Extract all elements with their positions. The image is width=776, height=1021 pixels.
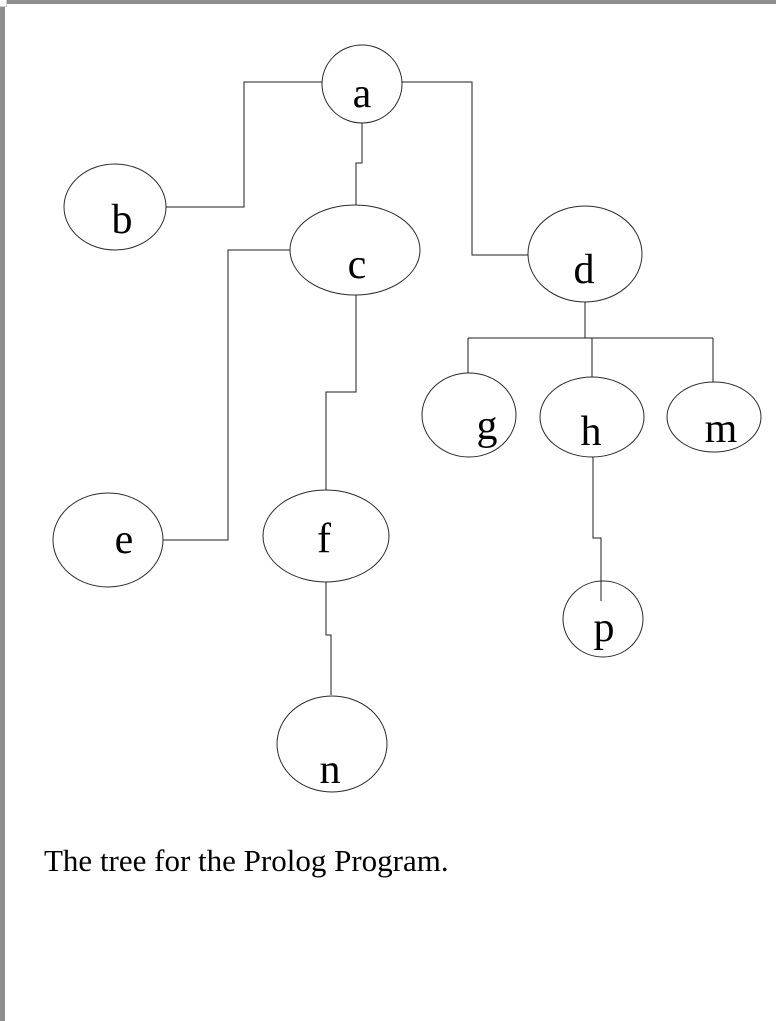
caption: The tree for the Prolog Program. <box>44 843 449 878</box>
node-d-label: d <box>574 247 595 293</box>
page-corner-notch <box>0 0 7 7</box>
page-left-border <box>0 0 5 1021</box>
edge-c-f <box>325 295 357 490</box>
node-m-ellipse <box>666 381 762 453</box>
edge-h-p <box>592 457 602 601</box>
node-n-ellipse <box>276 695 388 793</box>
edge-a-b <box>166 81 322 208</box>
node-g-ellipse <box>421 372 517 458</box>
node-f-label: f <box>317 516 331 562</box>
nodes-layer <box>52 44 762 793</box>
edge-f-n <box>325 582 332 695</box>
node-h-label: h <box>581 409 602 455</box>
node-e-label: e <box>115 517 134 563</box>
node-e-ellipse <box>52 492 164 588</box>
edge-a-c <box>355 123 363 205</box>
labels-layer: a b c d g h m e f n p <box>112 71 738 793</box>
edges-layer <box>163 81 714 695</box>
node-g-label: g <box>477 403 498 449</box>
edge-c-e <box>163 249 290 541</box>
node-m-label: m <box>705 406 738 452</box>
page-top-border <box>0 0 776 4</box>
edge-a-d <box>402 81 528 256</box>
node-a-label: a <box>353 71 372 117</box>
node-b-label: b <box>112 197 133 243</box>
node-n-label: n <box>320 747 341 793</box>
node-c-label: c <box>348 242 367 288</box>
node-p-ellipse <box>562 580 644 658</box>
node-p-label: p <box>594 605 615 651</box>
